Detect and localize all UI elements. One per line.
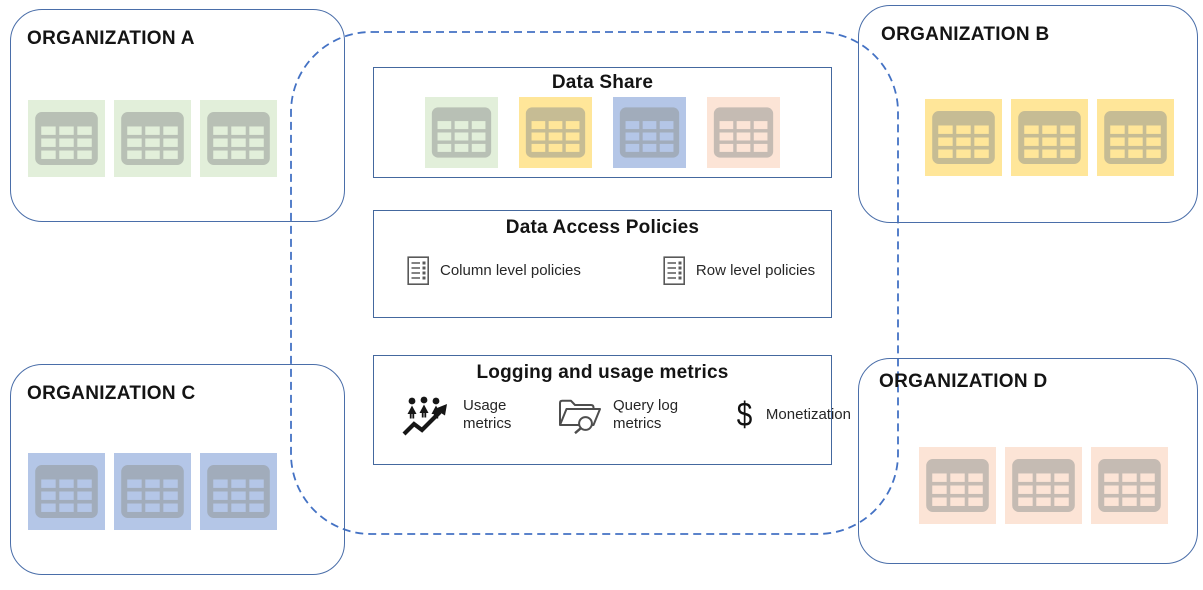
table-icon xyxy=(425,97,498,168)
organization-d-title: ORGANIZATION D xyxy=(879,371,1048,392)
usage-metrics-label: Usage metrics xyxy=(463,396,512,432)
table-icon xyxy=(707,97,780,168)
table-icon xyxy=(114,100,191,177)
checklist-icon xyxy=(407,256,430,286)
query-log-metrics-item: Query log metrics xyxy=(555,395,689,435)
column-level-policies-label: Column level policies xyxy=(440,261,581,279)
column-level-policies-item: Column level policies xyxy=(407,256,581,286)
table-icon xyxy=(28,453,105,530)
organization-b-title: ORGANIZATION B xyxy=(881,24,1050,45)
data-share-box: Data Share xyxy=(373,67,832,178)
checklist-icon xyxy=(663,256,686,286)
logging-usage-metrics-title: Logging and usage metrics xyxy=(476,362,729,383)
table-icon xyxy=(519,97,592,168)
organization-d-box: ORGANIZATION D xyxy=(858,358,1198,564)
organization-a-box: ORGANIZATION A xyxy=(10,9,345,222)
organization-c-title: ORGANIZATION C xyxy=(27,383,196,404)
table-icon xyxy=(28,100,105,177)
row-level-policies-item: Row level policies xyxy=(663,256,815,286)
table-icon xyxy=(613,97,686,168)
data-access-policies-box: Data Access Policies xyxy=(373,210,832,318)
data-access-items: Column level policies xyxy=(374,256,831,286)
table-icon xyxy=(200,453,277,530)
organization-b-tables xyxy=(925,99,1174,176)
monetization-icon: $ xyxy=(736,396,753,434)
organization-a-title: ORGANIZATION A xyxy=(27,28,195,49)
table-icon xyxy=(919,447,996,524)
table-icon xyxy=(1091,447,1168,524)
table-icon xyxy=(1011,99,1088,176)
data-access-policies-title: Data Access Policies xyxy=(505,217,700,238)
monetization-label: Monetization xyxy=(765,405,851,423)
table-icon xyxy=(114,453,191,530)
row-level-policies-label: Row level policies xyxy=(695,261,816,279)
data-share-title: Data Share xyxy=(551,72,654,93)
organization-c-tables xyxy=(28,453,277,530)
shared-boundary-dashed-outline xyxy=(290,31,899,535)
usage-metrics-icon xyxy=(401,393,453,437)
organization-c-box: ORGANIZATION C xyxy=(10,364,345,575)
monetization-item: $ Monetization xyxy=(733,398,851,432)
logging-items: Usage metrics Query log metrics $ Moneti… xyxy=(374,393,851,437)
table-icon xyxy=(200,100,277,177)
table-icon xyxy=(925,99,1002,176)
table-icon xyxy=(1005,447,1082,524)
organization-a-tables xyxy=(28,100,277,177)
organization-d-tables xyxy=(919,447,1168,524)
query-log-metrics-label: Query log metrics xyxy=(613,396,679,432)
logging-usage-metrics-box: Logging and usage metrics xyxy=(373,355,851,465)
data-share-tables xyxy=(374,97,831,168)
usage-metrics-item: Usage metrics xyxy=(401,393,525,437)
table-icon xyxy=(1097,99,1174,176)
organization-b-box: ORGANIZATION B xyxy=(858,5,1198,223)
query-log-icon xyxy=(555,395,603,435)
